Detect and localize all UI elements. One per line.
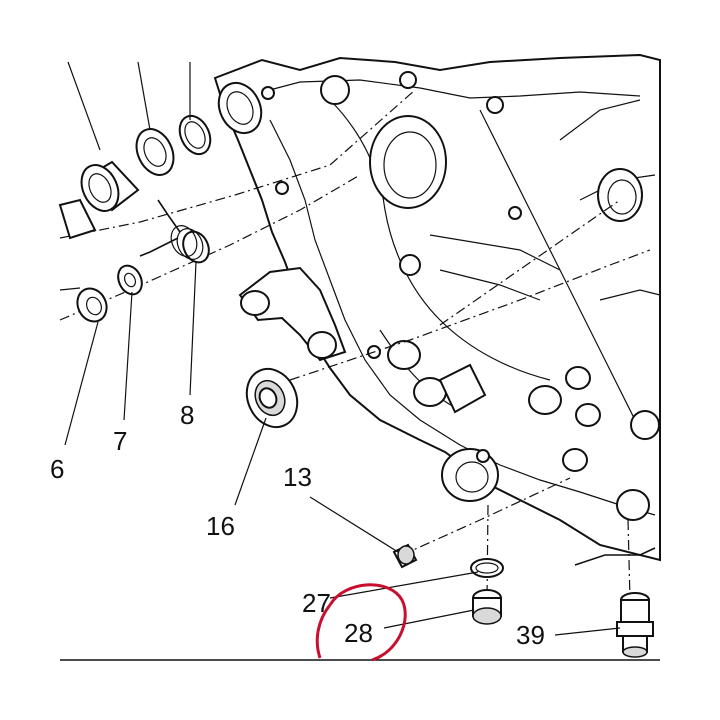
callout-7: 7 [113,426,127,456]
circlip [178,114,212,156]
callout-13: 13 [283,462,312,492]
crankcase-housing [213,53,661,562]
set-screw [392,543,418,569]
callout-28: 28 [344,618,373,648]
callout-39: 39 [516,620,545,650]
torsion-spring [139,199,210,264]
bearing-ring [135,128,175,176]
drain-plug [472,589,502,625]
highlight-circle [315,583,407,662]
shim-washer [59,287,108,323]
callout-8: 8 [180,400,194,430]
callout-6: 6 [50,454,64,484]
o-ring [470,558,504,578]
roller-bearing [58,160,140,240]
sleeve-bushing [217,81,263,135]
threaded-fitting [574,547,656,658]
callout-27: 27 [302,588,331,618]
thrust-washer [117,264,143,296]
leader-lines [64,61,621,636]
arm-bracket [238,266,347,362]
oil-seal [245,367,299,429]
callout-16: 16 [206,511,235,541]
assembly-axes [59,89,651,601]
